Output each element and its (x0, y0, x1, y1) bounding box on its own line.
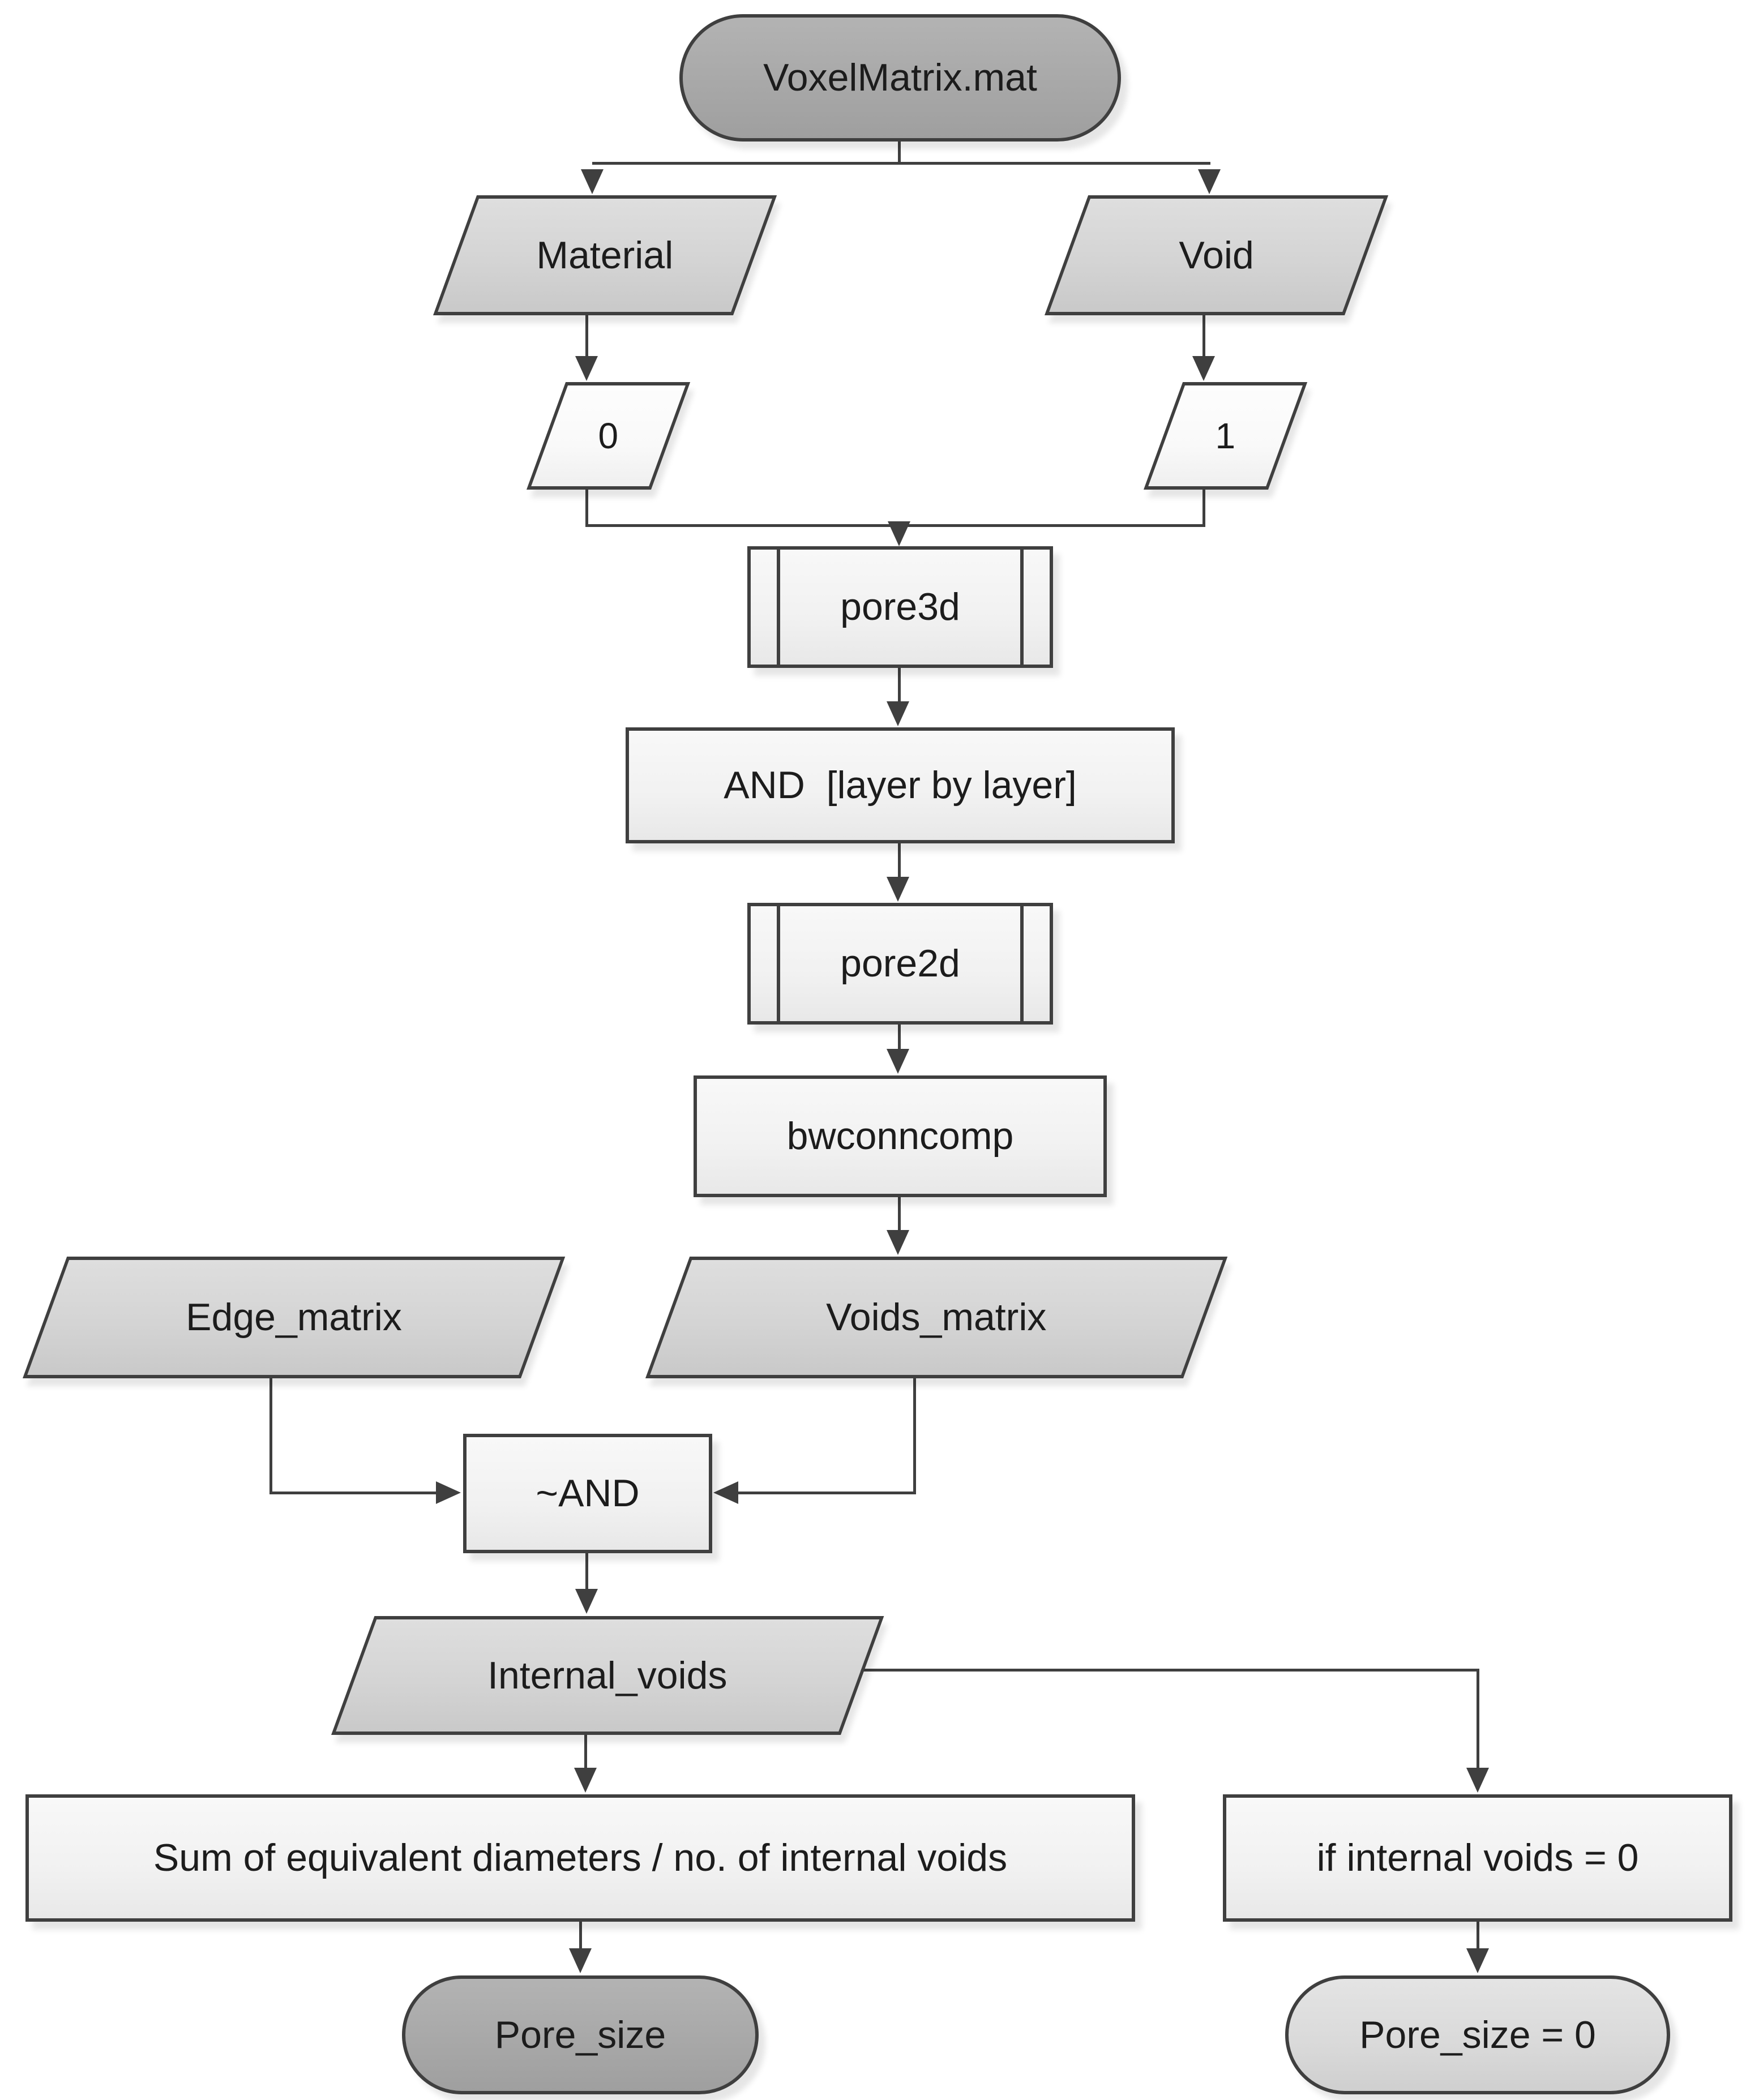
arrowhead (887, 1049, 909, 1074)
connector-line (898, 140, 901, 164)
node-label: Pore_size (494, 2013, 666, 2056)
node-one: 1 (1144, 382, 1308, 490)
arrowhead (581, 169, 604, 194)
arrowhead (1192, 356, 1215, 381)
node-label: Pore_size = 0 (1359, 2013, 1596, 2056)
node-void: Void (1045, 195, 1389, 315)
node-label: 1 (1215, 415, 1236, 456)
node-label: pore3d (840, 585, 960, 629)
node-internal-voids: Internal_voids (331, 1616, 884, 1735)
node-zero: 0 (527, 382, 691, 490)
node-pore2d: pore2d (747, 903, 1053, 1025)
node-label: Voids_matrix (826, 1296, 1047, 1339)
connector-line (592, 162, 1210, 165)
connector-line (269, 1492, 437, 1494)
node-if-internal-voids-zero: if internal voids = 0 (1223, 1794, 1732, 1922)
node-label: Sum of equivalent diameters / no. of int… (153, 1836, 1008, 1880)
node-label: Void (1179, 233, 1254, 277)
connector-line (584, 1732, 587, 1768)
node-sum-equivalent-diameters: Sum of equivalent diameters / no. of int… (25, 1794, 1135, 1922)
node-and-layer-by-layer: AND [layer by layer] (626, 727, 1175, 843)
arrowhead (713, 1481, 738, 1504)
connector-line (898, 841, 901, 877)
connector-line (1477, 1919, 1479, 1949)
connector-line (898, 666, 901, 702)
node-label: Edge_matrix (186, 1296, 403, 1339)
arrowhead (888, 521, 910, 546)
connector-line (585, 1551, 588, 1589)
node-pore-size-zero: Pore_size = 0 (1285, 1975, 1670, 2094)
arrowhead (1198, 169, 1221, 194)
connector-line (1202, 487, 1205, 527)
connector-line (585, 487, 588, 527)
connector-line (838, 1669, 1479, 1672)
node-label: 0 (598, 415, 619, 456)
connector-line (913, 1374, 916, 1494)
node-voids-matrix: Voids_matrix (645, 1257, 1228, 1378)
node-label: if internal voids = 0 (1316, 1836, 1639, 1880)
arrowhead (574, 1768, 597, 1793)
connector-line (738, 1492, 916, 1494)
connector-line (579, 1919, 582, 1949)
node-edge-matrix: Edge_matrix (23, 1257, 566, 1378)
connector-line (585, 313, 588, 356)
arrowhead (436, 1481, 461, 1504)
arrowhead (1466, 1948, 1489, 1973)
node-label: Material (536, 233, 674, 277)
connector-line (898, 1022, 901, 1049)
node-pore-size: Pore_size (402, 1975, 759, 2094)
connector-line (269, 1374, 272, 1494)
node-bwconncomp: bwconncomp (694, 1075, 1107, 1197)
node-label: bwconncomp (786, 1115, 1014, 1158)
arrowhead (575, 1589, 598, 1614)
arrowhead (887, 1230, 909, 1255)
arrowhead (569, 1948, 592, 1973)
node-label: pore2d (840, 942, 960, 985)
node-label: Internal_voids (487, 1653, 728, 1697)
connector-line (1477, 1669, 1479, 1768)
arrowhead (575, 356, 598, 381)
node-label: AND [layer by layer] (724, 764, 1077, 807)
node-voxelmatrix-mat: VoxelMatrix.mat (679, 14, 1121, 142)
node-pore3d: pore3d (747, 546, 1053, 668)
arrowhead (887, 701, 909, 726)
node-label: ~AND (536, 1472, 640, 1515)
connector-line (898, 1195, 901, 1231)
node-material: Material (433, 195, 777, 315)
node-not-and: ~AND (463, 1434, 712, 1553)
node-label: VoxelMatrix.mat (763, 56, 1037, 100)
arrowhead (1466, 1768, 1489, 1793)
arrowhead (887, 877, 909, 902)
connector-line (1202, 313, 1205, 356)
